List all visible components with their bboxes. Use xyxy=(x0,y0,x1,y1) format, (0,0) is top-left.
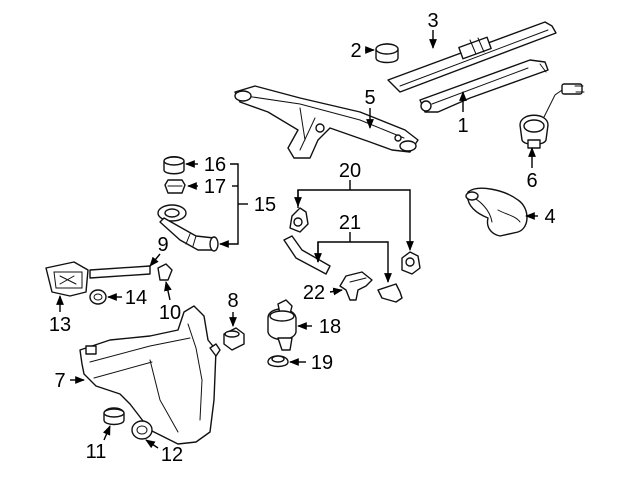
leader-lines xyxy=(56,30,538,449)
wiper-motor-part xyxy=(519,83,585,149)
wiper-arm-part xyxy=(419,59,549,113)
hose-clip-part xyxy=(157,263,173,281)
reservoir-hose-part xyxy=(89,265,151,279)
callout-22: 22 xyxy=(303,282,325,304)
callout-10: 10 xyxy=(159,302,181,324)
washer-nozzle-upper-part xyxy=(289,207,309,233)
linkage-frame-part xyxy=(234,85,419,159)
washer-hose-part xyxy=(283,235,403,303)
callout-1: 1 xyxy=(457,115,468,137)
reservoir-cap-part xyxy=(163,156,185,175)
callout-11: 11 xyxy=(86,441,107,463)
nut-cap-part xyxy=(375,43,399,64)
washer-nozzle-right-part xyxy=(401,251,421,275)
callout-15: 15 xyxy=(254,194,276,216)
callout-19: 19 xyxy=(311,352,333,374)
callout-labels: 1 2 3 4 5 6 7 8 9 10 11 12 13 14 15 16 1… xyxy=(49,10,556,466)
level-sensor-part xyxy=(223,327,245,351)
callout-20: 20 xyxy=(339,160,361,182)
callout-17: 17 xyxy=(204,176,226,198)
bracket-nut-part xyxy=(89,289,107,305)
callout-8: 8 xyxy=(227,290,238,312)
hose-connector-part xyxy=(339,271,373,301)
washer-reservoir-part xyxy=(79,305,221,445)
drain-plug-part xyxy=(103,407,125,426)
callout-14: 14 xyxy=(125,287,147,309)
callout-16: 16 xyxy=(204,154,226,176)
callout-13: 13 xyxy=(49,314,71,336)
filler-seal-part xyxy=(164,179,186,194)
callout-4: 4 xyxy=(544,206,555,228)
callout-5: 5 xyxy=(364,87,375,109)
filler-neck-part xyxy=(157,204,219,252)
callout-21: 21 xyxy=(339,212,361,234)
washer-pump-part xyxy=(267,299,297,351)
callout-7: 7 xyxy=(54,370,65,392)
wiper-blade-part xyxy=(387,21,557,93)
reservoir-bracket-part xyxy=(45,261,89,297)
callout-18: 18 xyxy=(319,316,341,338)
callout-2: 2 xyxy=(350,40,361,62)
motor-cover-part xyxy=(465,187,528,237)
callout-12: 12 xyxy=(161,444,183,466)
pump-grommet-part xyxy=(267,355,289,368)
reservoir-grommet-part xyxy=(131,420,153,440)
callout-3: 3 xyxy=(427,10,438,32)
callout-6: 6 xyxy=(526,170,537,192)
callout-9: 9 xyxy=(157,234,168,256)
